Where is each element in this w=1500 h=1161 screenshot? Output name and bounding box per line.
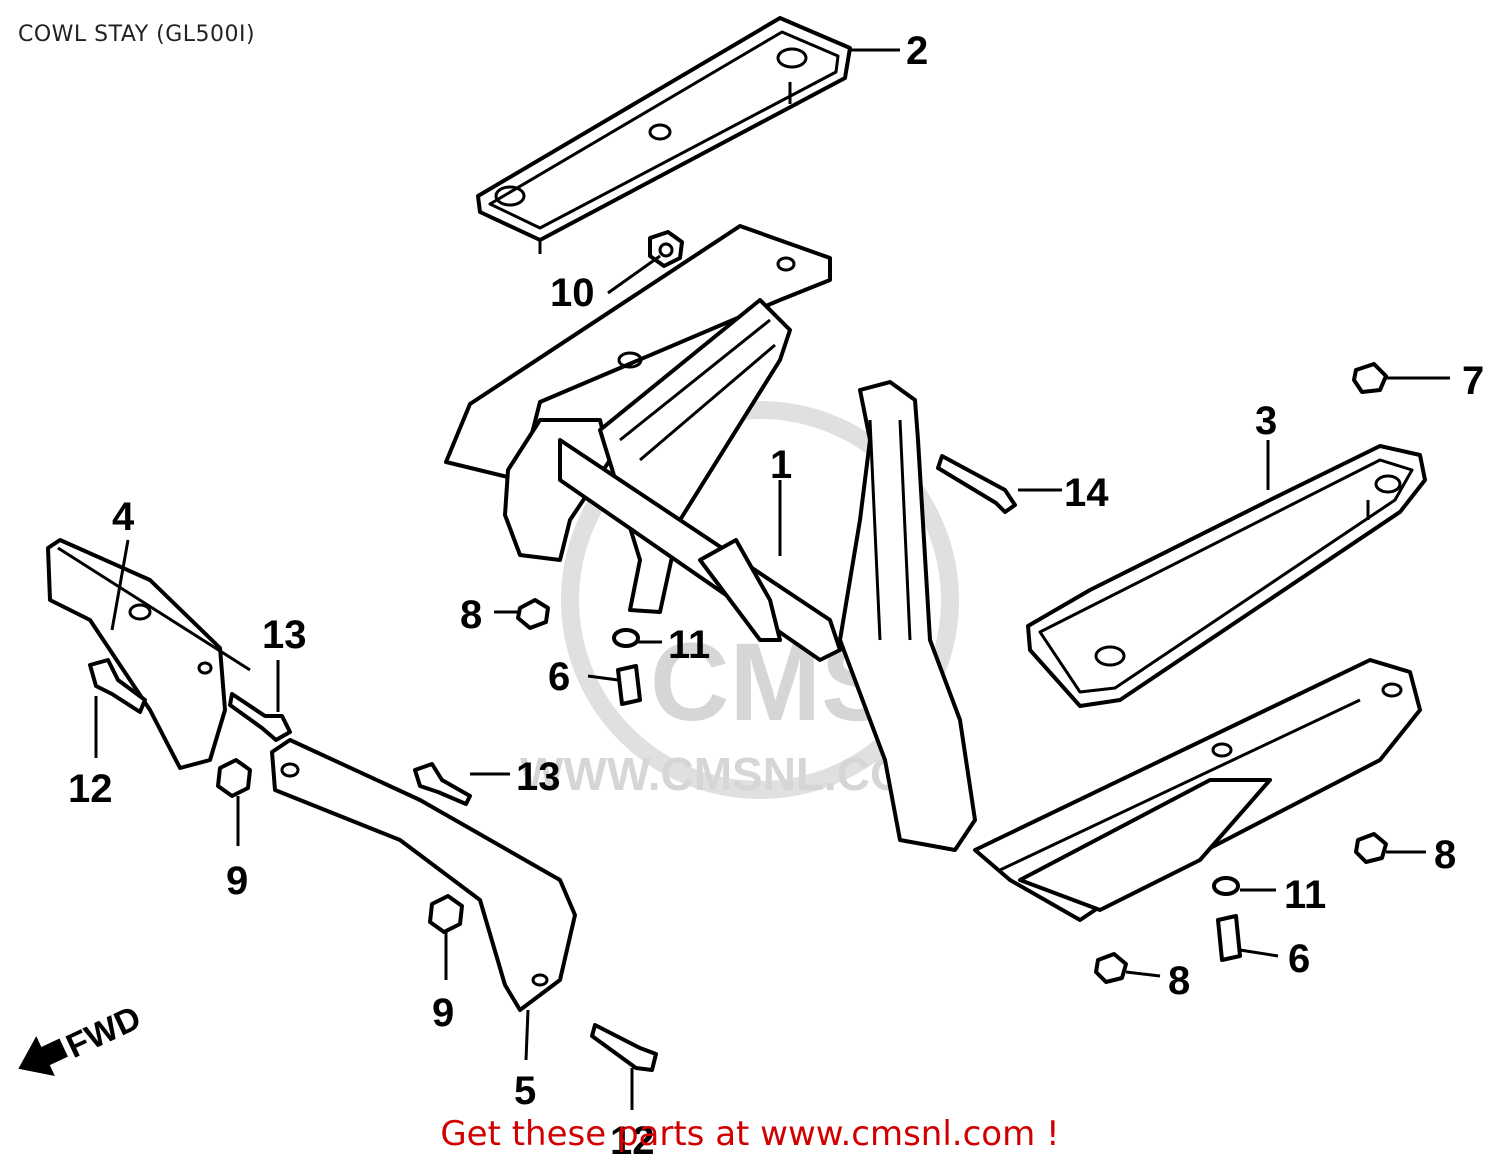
forward-arrow-icon — [18, 1036, 68, 1076]
fastener-12-bolt-a[interactable] — [88, 658, 147, 714]
fastener-13-bolt-b[interactable] — [413, 762, 472, 806]
callout-12a: 12 — [68, 767, 113, 811]
callout-13a: 13 — [262, 613, 307, 657]
callout-14: 14 — [1064, 471, 1109, 515]
callout-1: 1 — [770, 443, 792, 487]
callout-8c: 8 — [1168, 959, 1190, 1003]
fastener-6-collar-b[interactable] — [1216, 914, 1242, 962]
diagram-title: COWL STAY (GL500I) — [18, 22, 256, 47]
callout-11a: 11 — [668, 623, 710, 667]
callout-11b: 11 — [1284, 873, 1326, 917]
callout-numbers: 1 2 3 4 5 6 6 7 8 8 8 9 9 10 11 11 12 12… — [68, 29, 1484, 1161]
callout-9a: 9 — [226, 859, 248, 903]
callout-10: 10 — [550, 271, 595, 315]
callout-7: 7 — [1462, 359, 1484, 403]
part-4-bracket[interactable] — [46, 538, 251, 770]
callout-5: 5 — [514, 1069, 536, 1113]
fastener-7-nut[interactable] — [1352, 362, 1388, 394]
leader-lines — [94, 48, 1450, 1110]
fastener-8-nut-b[interactable] — [1354, 832, 1388, 864]
forward-indicator: FWD — [18, 999, 147, 1076]
part-3-cover-plate[interactable] — [1026, 444, 1427, 708]
fastener-9-nut-a[interactable] — [216, 758, 252, 798]
callout-8a: 8 — [460, 593, 482, 637]
callout-4: 4 — [112, 495, 135, 539]
fastener-8-nut-c[interactable] — [1094, 952, 1128, 984]
part-1-cowl-stay-frame[interactable] — [444, 224, 1422, 922]
callout-6b: 6 — [1288, 937, 1310, 981]
fastener-9-nut-b[interactable] — [428, 894, 464, 934]
callout-3: 3 — [1255, 399, 1277, 443]
fastener-13-bolt-a[interactable] — [228, 692, 292, 742]
callout-13b: 13 — [516, 755, 561, 799]
fastener-14-bolt[interactable] — [936, 454, 1017, 514]
fastener-8-nut-a[interactable] — [516, 598, 550, 630]
callout-8b: 8 — [1434, 833, 1456, 877]
callout-2: 2 — [906, 29, 928, 73]
callout-9b: 9 — [432, 991, 454, 1035]
footer-cta-link[interactable]: Get these parts at www.cmsnl.com ! — [440, 1114, 1060, 1154]
part-2-cover-plate[interactable] — [476, 16, 852, 254]
watermark-site-text: WWW.CMSNL.COM — [520, 748, 944, 800]
forward-label: FWD — [61, 999, 147, 1066]
callout-12b: 12 — [610, 1119, 655, 1161]
fastener-11-grommet-a[interactable] — [612, 628, 640, 648]
part-5-bracket[interactable] — [270, 738, 577, 1012]
fastener-11-grommet-b[interactable] — [1212, 876, 1240, 896]
callout-6a: 6 — [548, 655, 570, 699]
fastener-12-bolt-b[interactable] — [590, 1023, 658, 1072]
fastener-6-collar-a[interactable] — [616, 664, 642, 706]
